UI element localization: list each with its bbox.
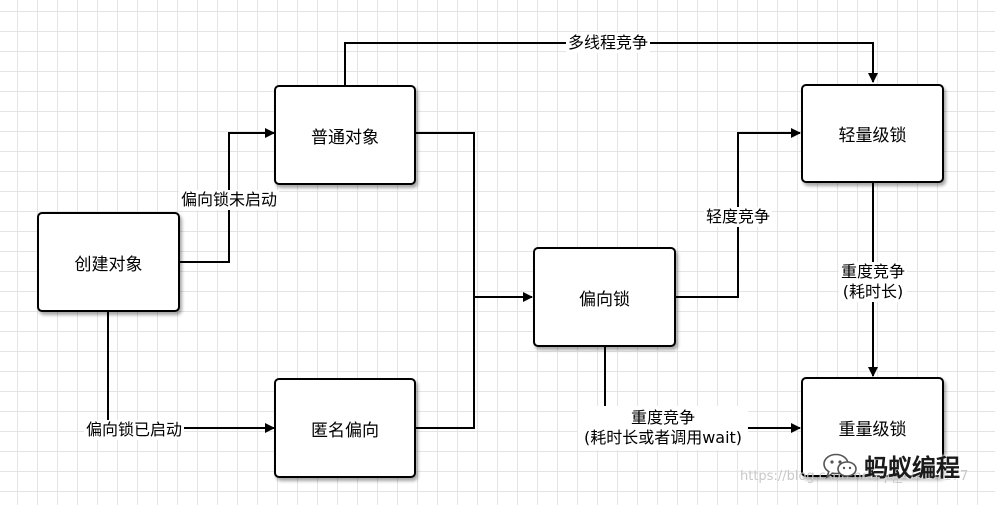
node-lightweight-lock[interactable]: 轻量级锁 — [801, 84, 944, 183]
edge-create-to-anonymous — [107, 312, 275, 433]
node-label: 轻量级锁 — [838, 126, 907, 146]
node-label: 重量级锁 — [838, 419, 907, 440]
wechat-icon — [823, 453, 857, 479]
edge-label-heavy-contention: 重度竞争 (耗时长) — [838, 262, 908, 302]
watermark-brand-text: 蚂蚁编程 — [864, 454, 960, 482]
node-label: 创建对象 — [74, 254, 143, 275]
edge-label-light-contention: 轻度竞争 — [703, 207, 773, 227]
node-label: 匿名偏向 — [311, 420, 379, 441]
node-normal-object[interactable]: 普通对象 — [274, 85, 416, 185]
node-biased-lock[interactable]: 偏向锁 — [533, 247, 676, 347]
edge-label-biased-not-enabled: 偏向锁未启动 — [178, 190, 280, 210]
node-create-object[interactable]: 创建对象 — [37, 212, 180, 312]
watermark-url: https://blog.csdn.net/qq_45027177 — [740, 469, 969, 484]
node-label: 普通对象 — [311, 127, 379, 148]
edge-anonymous-to-biased — [416, 292, 533, 429]
edge-label-biased-enabled: 偏向锁已启动 — [83, 420, 185, 440]
watermark-brand: 蚂蚁编程 — [822, 448, 960, 483]
node-anonymous-biased[interactable]: 匿名偏向 — [274, 378, 416, 478]
edge-label-heavy-wait: 重度竞争 (耗时长或者调用wait) — [577, 406, 749, 450]
edge-label-multi-thread: 多线程竞争 — [565, 33, 651, 53]
edge-normal-to-biased — [416, 132, 475, 297]
node-label: 偏向锁 — [579, 289, 630, 310]
